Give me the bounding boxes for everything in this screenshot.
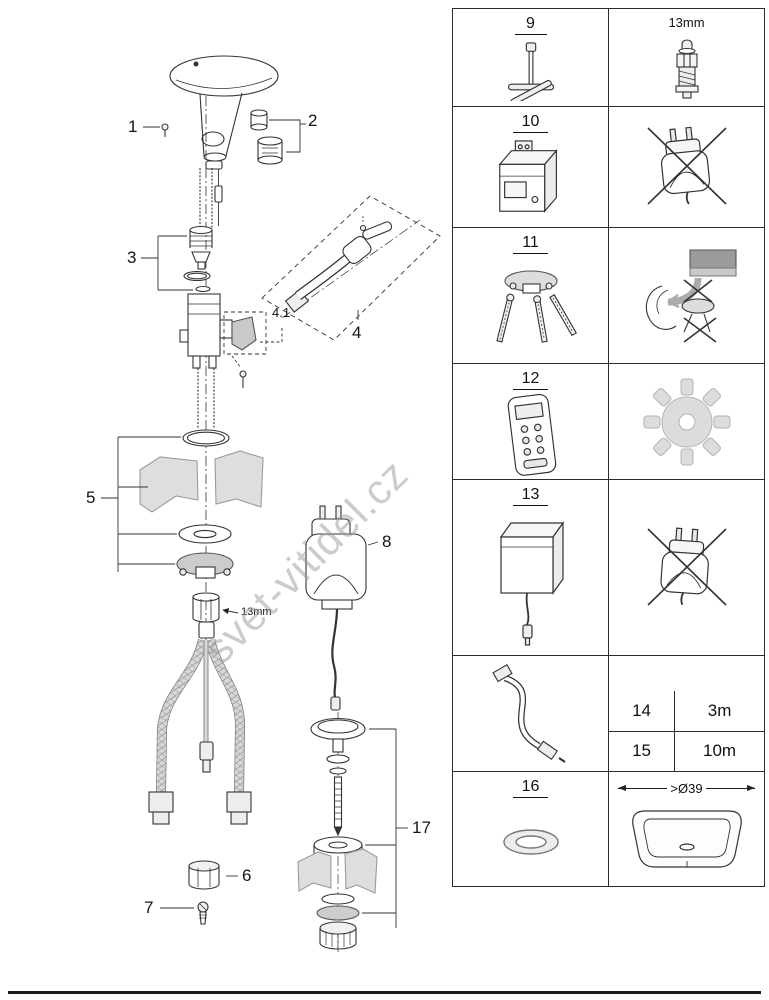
bottom-rule: [8, 991, 761, 994]
washbasin-icon: [631, 810, 742, 868]
hose-length-row-14: 14 3m: [609, 691, 764, 731]
parts-table: 9 13mm: [452, 8, 765, 887]
callout-2: 2: [308, 111, 318, 130]
power-adapter-crossed-icon-2-wrap: [609, 480, 764, 655]
part-8-adapter: [305, 505, 379, 711]
wall-mount-crossed-icon: [645, 248, 737, 343]
lower-rods: [197, 368, 215, 428]
mounting-body: [179, 293, 233, 369]
nut-13mm: [192, 592, 239, 623]
power-box-icon: [499, 520, 564, 646]
callout-3: 3: [127, 248, 137, 267]
part-number-11: 11: [513, 234, 548, 255]
part-number-10: 10: [512, 113, 549, 134]
cartridge-bit-icon: [674, 39, 699, 99]
gear-icon-wrap: [609, 364, 764, 479]
callout-6: 6: [242, 866, 252, 885]
faucet-body: [169, 55, 279, 170]
callout-4-1: 4.1: [272, 305, 291, 320]
cell-settings-gear: [608, 364, 764, 479]
o-ring-icon-wrap: [453, 798, 608, 886]
part-number-14: 14: [609, 691, 676, 731]
part-number-9: 9: [514, 15, 547, 36]
table-row-7: 16 >Ø39: [453, 771, 764, 886]
callout-1: 1: [128, 117, 138, 136]
part-5-group: [139, 429, 264, 579]
table-row-2: 10: [453, 106, 764, 227]
bit-size-label: 13mm: [668, 15, 705, 30]
part-6-nut: [188, 860, 238, 890]
battery-box-icon: [497, 140, 558, 214]
cell-13mm-bit: 13mm: [608, 9, 764, 106]
hose-icon-wrap: [453, 656, 608, 771]
part-number-12: 12: [512, 370, 549, 391]
callout-7: 7: [144, 898, 154, 917]
label-17-bracket: [362, 728, 408, 928]
part-7-screw: [160, 901, 209, 925]
mounting-set-icon-wrap: [453, 254, 608, 363]
table-row-6: 14 3m 15 10m: [453, 655, 764, 771]
part-4-spout-kit: [261, 195, 441, 341]
remote-control-icon-wrap: [453, 390, 608, 479]
power-box-icon-wrap: [453, 506, 608, 655]
power-adapter-crossed-icon-wrap: [609, 107, 764, 227]
part-number-13: 13: [512, 486, 549, 507]
callout-13mm: 13mm: [241, 606, 272, 618]
basin-dimension-label: >Ø39: [670, 781, 703, 796]
hose-assembly: [148, 621, 252, 825]
cell-part-10: 10: [453, 107, 608, 227]
part-1-screw: [143, 123, 169, 137]
power-adapter-crossed-icon-2: [646, 527, 727, 606]
part-3-fitting: [183, 225, 213, 293]
table-row-5: 13: [453, 479, 764, 655]
cell-no-plug-adapter: [608, 107, 764, 227]
mounting-set-icon: [495, 270, 577, 343]
cell-part-16: 16: [453, 772, 608, 886]
hose-length-row-15: 15 10m: [609, 730, 764, 771]
hose-icon: [491, 663, 566, 763]
part-17-drain: [297, 712, 378, 952]
label-5-bracket: [101, 436, 181, 572]
part-length-15: 10m: [703, 741, 737, 761]
mounting-tool-icon: [507, 42, 554, 101]
part-4-1-clip: [223, 311, 283, 355]
mounting-tool-icon-wrap: [453, 35, 608, 106]
hose-length-grid: 14 3m 15 10m: [609, 691, 764, 771]
cartridge-bit-icon-wrap: [609, 30, 764, 106]
callout-17: 17: [412, 818, 431, 837]
cell-no-wall-mount: [608, 228, 764, 363]
cell-part-13: 13: [453, 480, 608, 655]
label-3-bracket: [141, 235, 193, 291]
callout-4: 4: [352, 323, 362, 342]
callout-5: 5: [86, 488, 96, 507]
table-row-4: 12: [453, 363, 764, 479]
small-screw: [231, 355, 247, 388]
cell-hose: [453, 656, 608, 771]
part-length-14: 3m: [707, 700, 732, 720]
cell-part-9: 9: [453, 9, 608, 106]
cell-part-12: 12: [453, 364, 608, 479]
washbasin-icon-wrap: [609, 796, 764, 886]
dimension-arrow-right: [705, 784, 755, 791]
table-row-3: 11: [453, 227, 764, 363]
dimension-arrow-left: [618, 784, 668, 791]
cell-basin-requirement: >Ø39: [608, 772, 764, 886]
callout-8: 8: [382, 532, 392, 551]
part-2-aerator: [250, 109, 306, 165]
part-number-15: 15: [609, 731, 676, 771]
table-row-1: 9 13mm: [453, 9, 764, 106]
cell-hose-lengths: 14 3m 15 10m: [608, 656, 764, 771]
part-number-16: 16: [512, 778, 549, 799]
cell-part-11: 11: [453, 228, 608, 363]
battery-box-icon-wrap: [453, 133, 608, 227]
wall-mount-crossed-icon-wrap: [609, 228, 764, 363]
threaded-rods: [199, 168, 223, 228]
basin-dimension: >Ø39: [618, 781, 755, 796]
gear-icon: [643, 378, 730, 465]
power-adapter-crossed-icon: [646, 126, 727, 205]
cell-no-plug-adapter-2: [608, 480, 764, 655]
remote-control-icon: [507, 393, 556, 476]
o-ring-icon: [502, 829, 559, 855]
